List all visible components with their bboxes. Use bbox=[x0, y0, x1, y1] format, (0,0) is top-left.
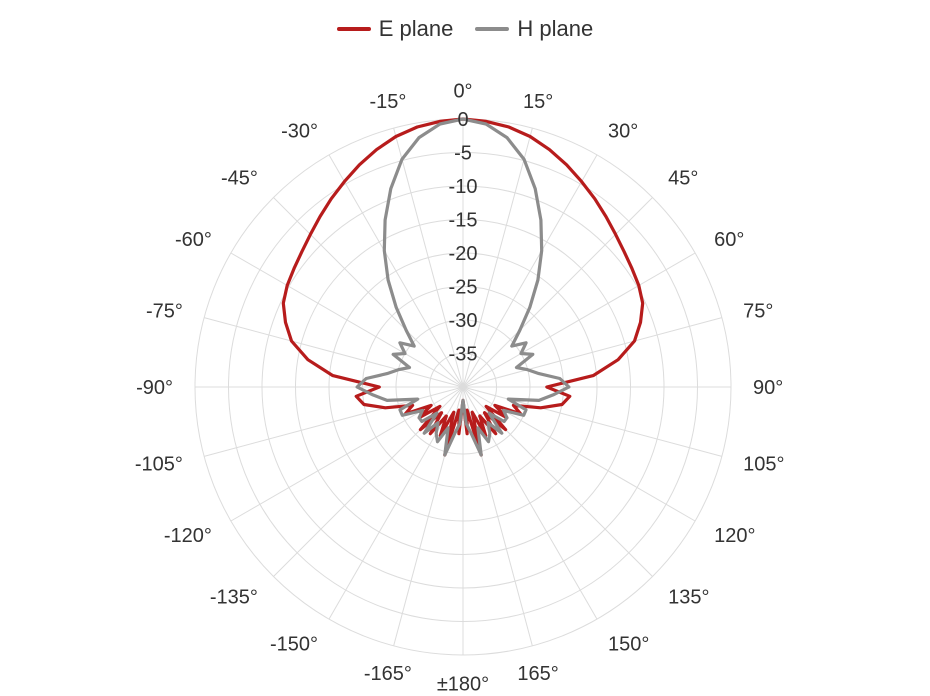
grid-spoke bbox=[204, 317, 464, 388]
angular-tick-label: 75° bbox=[743, 300, 773, 322]
grid-spoke bbox=[462, 386, 598, 620]
angular-tick-label: -150° bbox=[270, 634, 318, 656]
grid-spoke bbox=[230, 252, 464, 388]
grid-spoke bbox=[462, 317, 722, 388]
legend-label-h-plane: H plane bbox=[517, 16, 594, 41]
angular-tick-label: -165° bbox=[364, 663, 412, 685]
angular-tick-label: 105° bbox=[743, 454, 784, 476]
angular-tick-label: 120° bbox=[714, 525, 755, 547]
angular-tick-label: -60° bbox=[175, 229, 212, 251]
radial-tick-label: -20 bbox=[449, 243, 478, 265]
series-group bbox=[281, 117, 645, 457]
legend-swatch-e-plane bbox=[336, 27, 371, 31]
angular-tick-label: 90° bbox=[753, 377, 783, 399]
angular-tick-label: -135° bbox=[210, 587, 258, 609]
radial-tick-label: -15 bbox=[449, 210, 478, 232]
grid-spoke bbox=[273, 197, 464, 388]
angular-tick-label: 135° bbox=[668, 587, 709, 609]
radial-tick-label: -25 bbox=[449, 277, 478, 299]
radial-tick-label: 0 bbox=[457, 109, 468, 131]
grid-spoke bbox=[230, 386, 464, 522]
angular-tick-label: -75° bbox=[146, 300, 183, 322]
angular-tick-label: ±180° bbox=[437, 673, 489, 695]
grid-spoke bbox=[462, 386, 696, 522]
legend-item-h-plane[interactable]: H plane bbox=[475, 16, 593, 42]
legend-label-e-plane: E plane bbox=[378, 16, 454, 41]
angular-tick-label: -15° bbox=[369, 91, 406, 113]
polar-grid bbox=[194, 118, 732, 656]
radial-tick-label: -5 bbox=[454, 143, 472, 165]
angular-tick-label: 30° bbox=[608, 120, 638, 142]
angular-tick-label: -120° bbox=[164, 525, 212, 547]
angular-tick-label: -30° bbox=[281, 120, 318, 142]
legend-item-e-plane[interactable]: E plane bbox=[336, 16, 454, 42]
angular-tick-label: -45° bbox=[221, 168, 258, 190]
radial-tick-labels: 0 -5 -10 -15 -20 -25 -30 -35 bbox=[449, 109, 478, 366]
radial-tick-label: -10 bbox=[449, 176, 478, 198]
legend-swatch-h-plane bbox=[475, 27, 510, 31]
angular-tick-label: 0° bbox=[453, 81, 472, 103]
angular-tick-label: 15° bbox=[523, 91, 553, 113]
grid-spoke bbox=[462, 154, 598, 388]
legend: E plane H plane bbox=[0, 16, 930, 42]
grid-spoke bbox=[462, 386, 722, 457]
series-line-h-plane bbox=[355, 117, 571, 457]
radial-tick-label: -30 bbox=[449, 310, 478, 332]
angular-tick-labels: 0° 15° 30° 45° 60° 75° 90° 105° 120° 135° 150° 165°… bbox=[135, 81, 785, 696]
grid-spoke bbox=[204, 386, 464, 457]
grid-spoke bbox=[462, 128, 533, 388]
grid-spoke bbox=[462, 252, 696, 388]
angular-tick-label: 165° bbox=[517, 663, 558, 685]
angular-tick-label: -105° bbox=[135, 454, 183, 476]
angular-tick-label: -90° bbox=[136, 377, 173, 399]
grid-spoke bbox=[328, 154, 464, 388]
angular-tick-label: 45° bbox=[668, 168, 698, 190]
grid-spoke bbox=[393, 128, 464, 388]
grid-spoke bbox=[328, 386, 464, 620]
radial-tick-label: -35 bbox=[449, 344, 478, 366]
angular-tick-label: 60° bbox=[714, 229, 744, 251]
grid-spoke bbox=[462, 197, 653, 388]
angular-tick-label: 150° bbox=[608, 634, 649, 656]
